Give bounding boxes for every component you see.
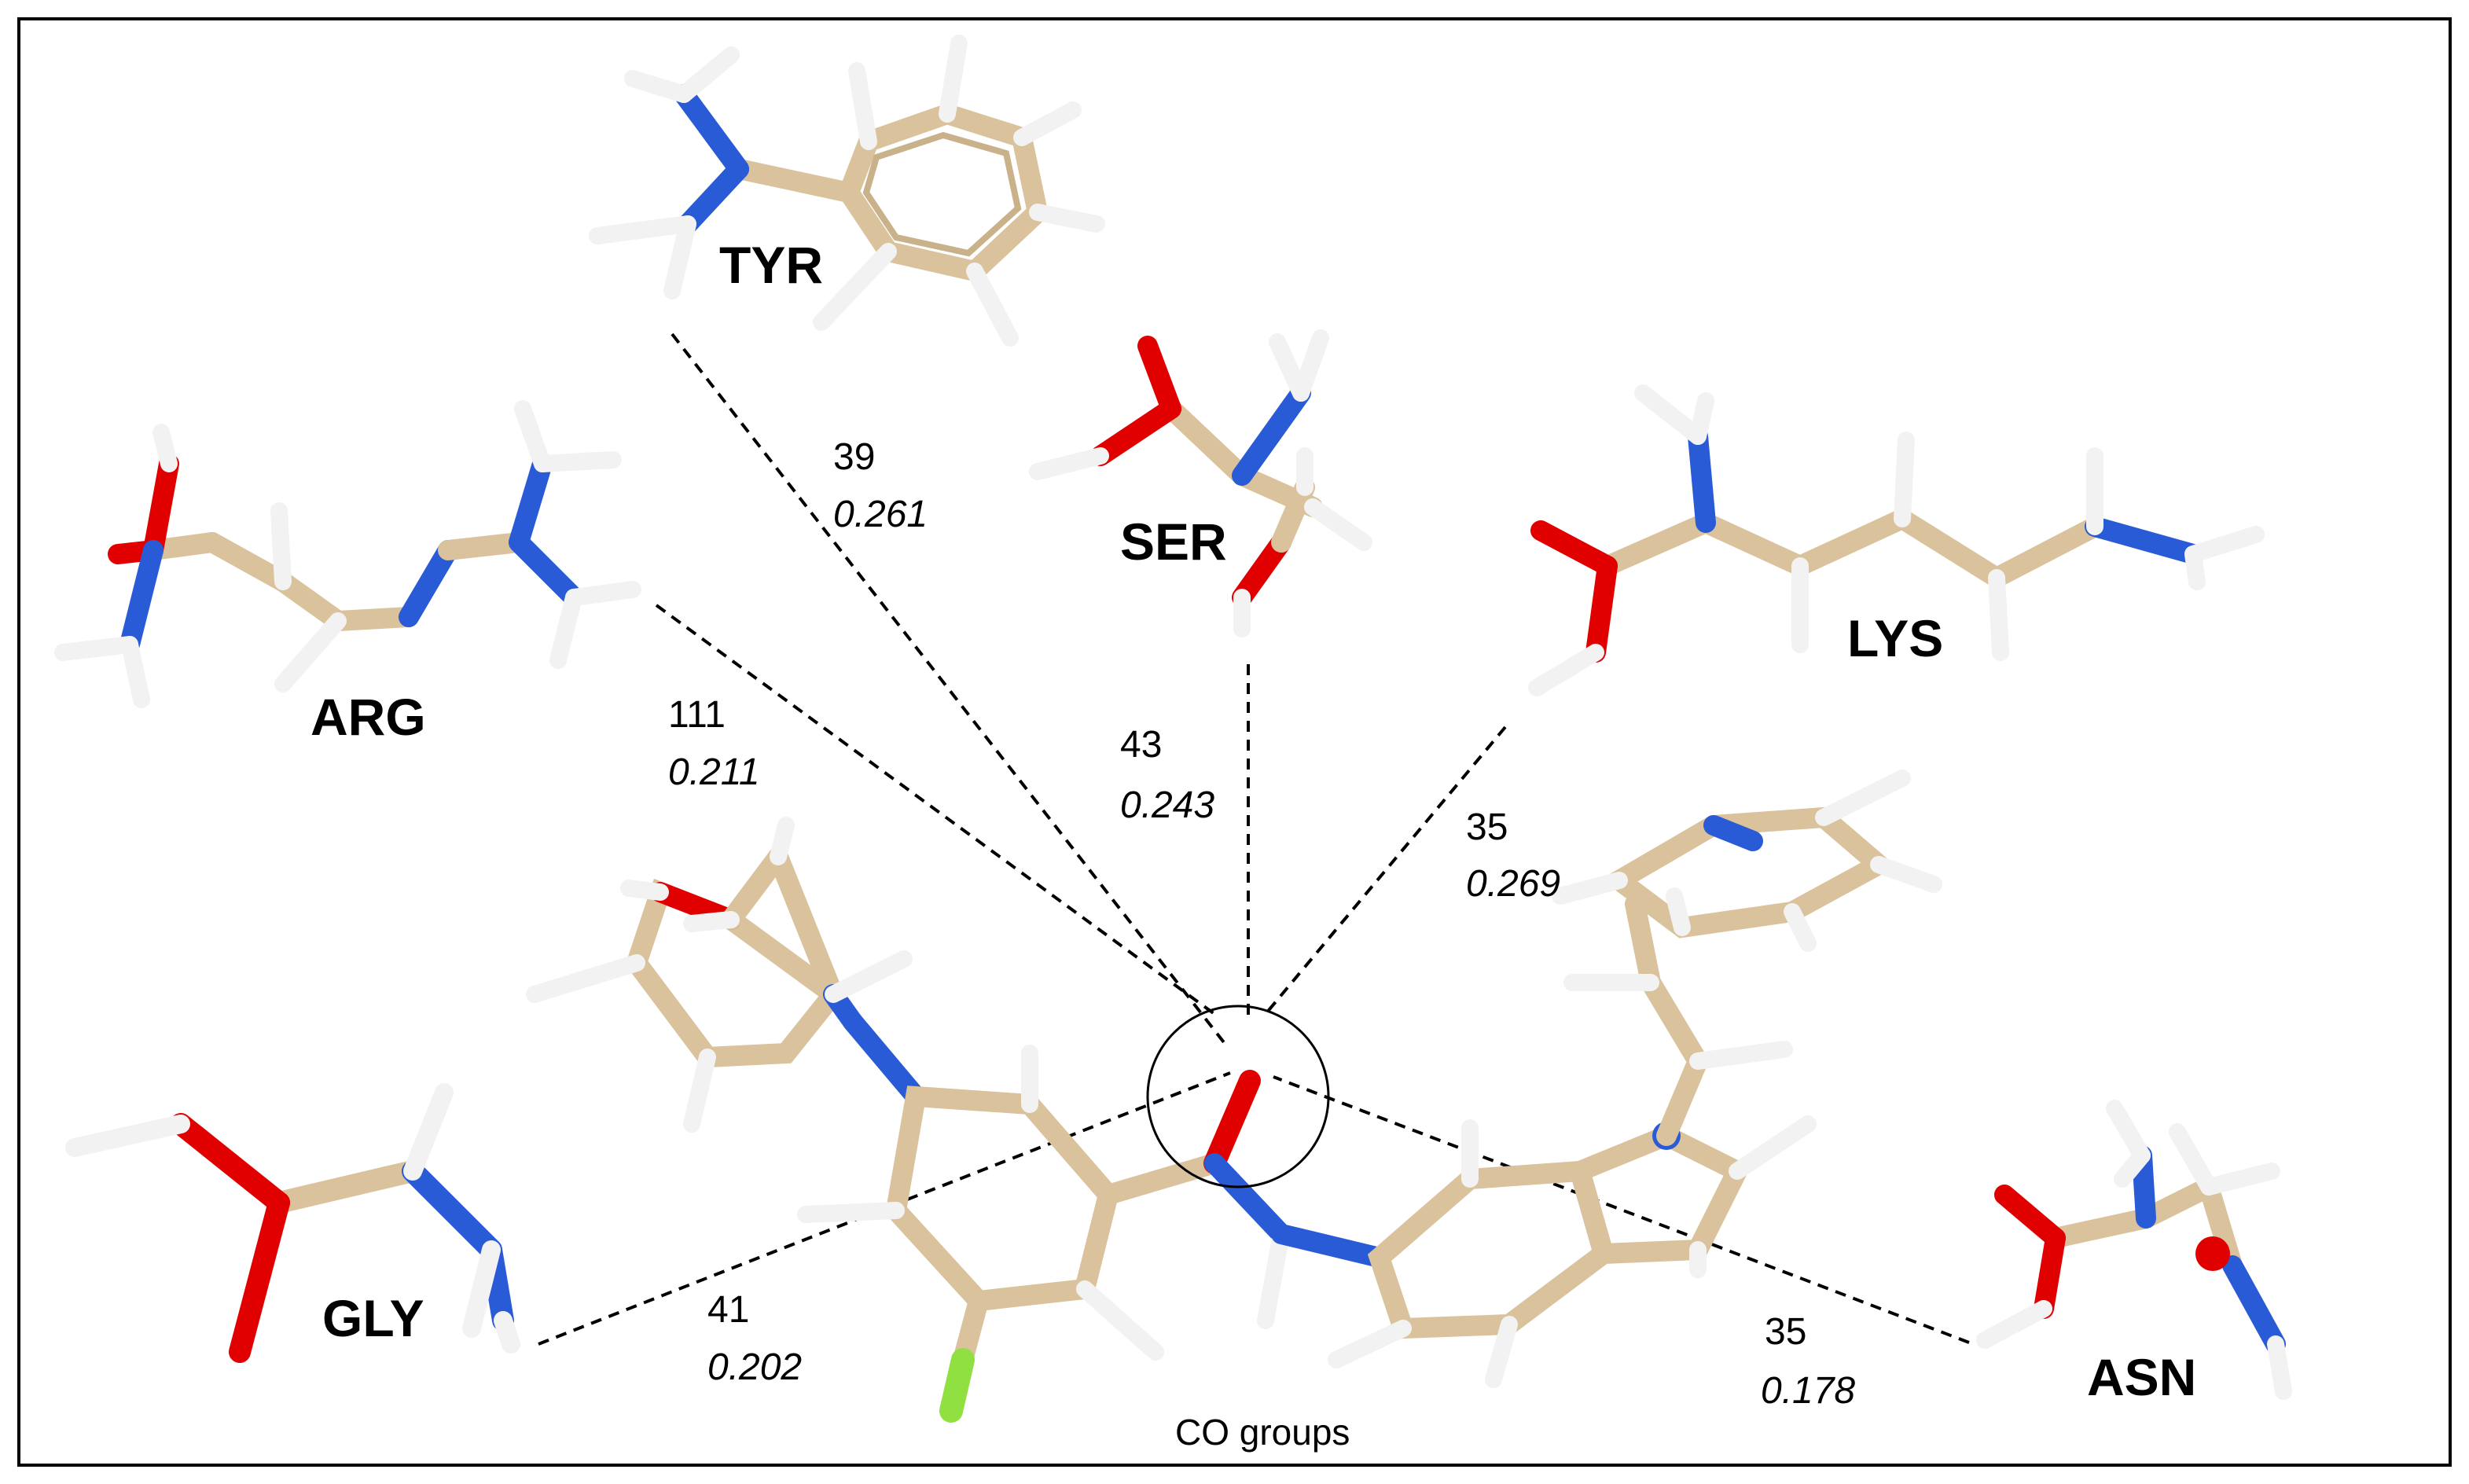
tyr-ring-inner	[862, 131, 1022, 257]
value-ser: 0.243	[1120, 784, 1214, 826]
residue-labels: TYR SER ARG LYS GLY ASN	[310, 236, 2196, 1406]
indole-pyrrole	[1567, 1124, 1751, 1265]
label-lys: LYS	[1847, 609, 1943, 667]
ligand-benzene	[885, 1085, 1120, 1312]
lys-molecule	[1528, 384, 2265, 696]
ligand-molecule	[526, 770, 1942, 1423]
label-ser: SER	[1120, 512, 1227, 571]
value-gly: 0.202	[707, 1346, 802, 1388]
interaction-values: 39 0.261 111 0.211 43 0.243 35 0.269 41 …	[668, 436, 1855, 1412]
count-gly: 41	[707, 1289, 749, 1331]
line-arg	[655, 604, 1216, 1016]
value-tyr: 0.261	[833, 494, 928, 535]
count-tyr: 39	[833, 436, 875, 478]
arg-molecule	[54, 400, 641, 708]
value-lys: 0.269	[1466, 863, 1560, 905]
count-lys: 35	[1466, 806, 1508, 848]
tyr-ring	[837, 103, 1049, 283]
line-lys	[1264, 725, 1507, 1016]
value-arg: 0.211	[668, 751, 760, 793]
label-gly: GLY	[322, 1289, 424, 1347]
label-arg: ARG	[310, 688, 426, 746]
indole-benzene	[1367, 1160, 1615, 1339]
asn-molecule	[1976, 1100, 2292, 1400]
figure-frame	[17, 17, 2452, 1467]
count-arg: 111	[668, 694, 726, 736]
line-asn	[1273, 1075, 1970, 1344]
count-ser: 43	[1120, 724, 1162, 766]
label-tyr: TYR	[719, 236, 823, 294]
asn-oxygen	[2195, 1236, 2230, 1271]
label-asn: ASN	[2087, 1348, 2196, 1406]
co-groups-label: CO groups	[1175, 1412, 1350, 1453]
interaction-lines	[538, 332, 1970, 1346]
value-asn: 0.178	[1761, 1370, 1855, 1412]
co-group-circle	[1146, 1005, 1330, 1188]
tyr-molecule	[589, 35, 1105, 347]
gly-molecule	[65, 1083, 520, 1363]
count-asn: 35	[1765, 1311, 1806, 1353]
ser-molecule	[1029, 329, 1372, 637]
line-gly	[538, 1071, 1231, 1346]
